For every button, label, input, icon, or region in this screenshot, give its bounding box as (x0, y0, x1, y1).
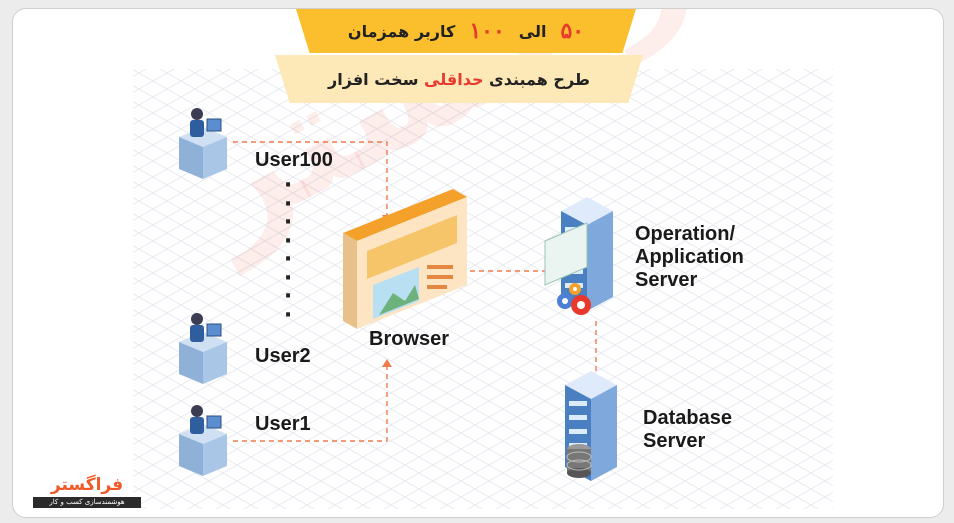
label-browser: Browser (369, 328, 450, 350)
isometric-grid-background (133, 69, 833, 509)
diagram-canvas: فراگستر (12, 8, 944, 518)
label-user100: User100 (255, 149, 333, 171)
ellipsis-dot: · (283, 247, 293, 272)
header-banner-plan: طرح همبندی حداقلی سخت افزار (275, 55, 643, 103)
server-rack-icon-application (544, 197, 613, 311)
user-workstation-icon-bottom (179, 405, 227, 476)
between-word: الی (518, 21, 547, 41)
app-server-line1: Operation/ (635, 223, 736, 245)
ellipsis-dot: · (283, 228, 293, 254)
plan-suffix: سخت افزار (328, 69, 419, 89)
header-banner-users: ۵۰ الی ۱۰۰ کاربر همزمان (296, 9, 636, 53)
users-to-number: ۱۰۰ (469, 18, 505, 44)
ellipsis-dot: · (283, 302, 293, 328)
plan-highlight: حداقلی (424, 69, 484, 89)
user-ellipsis: · · · · · · · · (281, 173, 295, 328)
brand-logo: فراگستر هوشمندسازی کسب و کار (33, 475, 141, 513)
app-server-line2: Application (635, 246, 744, 268)
db-server-line1: Database (643, 407, 732, 429)
users-from-number: ۵۰ (560, 18, 585, 44)
users-suffix: کاربر همزمان (347, 21, 456, 41)
logo-title: فراگستر (50, 475, 124, 495)
gear-icon-blue (557, 293, 573, 309)
gear-icon-yellow (569, 283, 581, 295)
label-user1: User1 (255, 413, 311, 435)
ellipsis-dot: · (283, 191, 293, 217)
db-server-line2: Server (643, 430, 706, 452)
ellipsis-dot: · (283, 265, 293, 291)
logo-tagline: هوشمندسازی کسب و کار (33, 497, 141, 508)
ellipsis-dot: · (283, 173, 293, 198)
arrowhead-up (382, 359, 392, 367)
label-db-server: Database Server (643, 407, 732, 453)
label-app-server: Operation/ Application Server (635, 223, 744, 292)
app-server-line3: Server (635, 269, 698, 291)
connector-user1-browser (233, 365, 388, 442)
ellipsis-dot: · (283, 284, 293, 309)
user-workstation-icon-top (179, 108, 227, 179)
gear-icon-red (571, 295, 591, 315)
plan-prefix: طرح همبندی (489, 69, 590, 89)
ellipsis-dot: · (283, 210, 293, 235)
user-workstation-icon-middle (179, 313, 227, 384)
connector-user100-browser (233, 141, 388, 217)
database-icon (566, 444, 592, 478)
browser-window-icon (343, 189, 467, 329)
label-user2: User2 (255, 345, 311, 367)
connector-lines (179, 108, 617, 481)
